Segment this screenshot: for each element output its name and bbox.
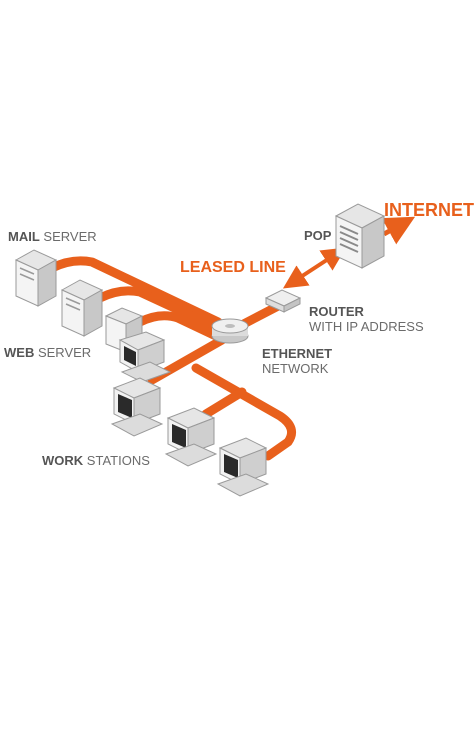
pop-server — [334, 203, 386, 269]
tower-server-icon — [60, 279, 104, 337]
pop-label-text: POP — [304, 228, 332, 243]
ethernet-cables — [47, 256, 297, 461]
cable-server-three — [135, 311, 221, 341]
arrow-icon — [381, 216, 416, 245]
router — [264, 289, 302, 313]
router-label-line2: WITH IP ADDRESS — [309, 319, 424, 334]
ethernet-label: ETHERNET NETWORK — [262, 346, 332, 376]
cable-workstation-two — [201, 387, 247, 419]
web-server-label: WEB SERVER — [4, 345, 91, 360]
desktop-computer-icon — [110, 377, 164, 437]
workstations-label: WORK STATIONS — [42, 453, 150, 468]
internet-label: INTERNET — [384, 200, 474, 220]
desktop-computer-icon — [118, 331, 172, 383]
mail-server-label-bold: MAIL — [8, 229, 40, 244]
workstations-label-rest: STATIONS — [86, 453, 150, 468]
ethernet-label-line2: NETWORK — [262, 361, 329, 376]
mail-server — [14, 249, 58, 307]
mail-server-label: MAIL SERVER — [8, 229, 97, 244]
router-box-icon — [264, 289, 302, 313]
web-server-label-rest: SERVER — [37, 345, 92, 360]
ethernet-hub-icon — [211, 318, 249, 344]
ethernet-hub — [211, 318, 249, 344]
desktop-computer-icon — [164, 407, 218, 467]
leased-line-label: LEASED LINE — [180, 259, 286, 276]
router-label-line1: ROUTER — [309, 304, 364, 319]
workstations-label-bold: WORK — [42, 453, 84, 468]
workstation-one — [110, 377, 164, 437]
web-server-label-bold: WEB — [4, 345, 35, 360]
cable-trunk-long — [191, 363, 297, 461]
desktop-computer-icon — [216, 437, 270, 497]
web-server — [60, 279, 104, 337]
mail-server-label-rest: SERVER — [43, 229, 97, 244]
workstation-two — [164, 407, 218, 467]
tower-server-icon — [14, 249, 58, 307]
tower-server-icon — [104, 307, 144, 353]
ethernet-label-line1: ETHERNET — [262, 346, 333, 361]
router-label: ROUTER WITH IP ADDRESS — [309, 304, 424, 334]
tower-server-icon — [334, 203, 386, 269]
pop-label: POP — [304, 228, 331, 243]
server-three — [104, 307, 172, 383]
double-arrow-icon — [282, 247, 347, 289]
cable-web-server — [95, 286, 227, 335]
workstation-three — [216, 437, 270, 497]
